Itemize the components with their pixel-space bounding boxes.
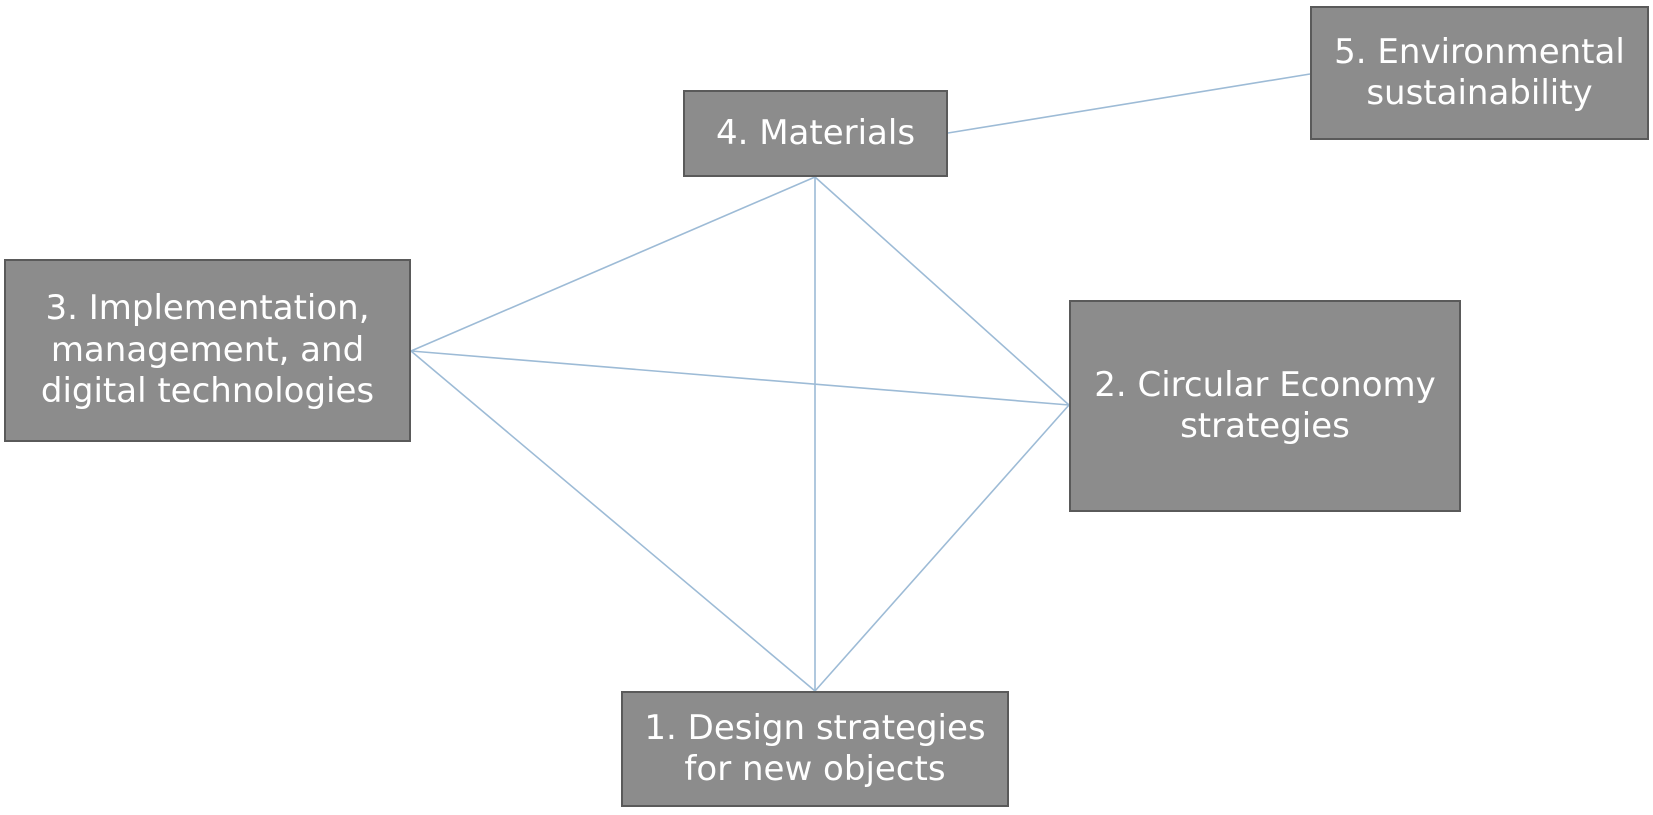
node-environmental-sustainability: 5. Environmental sustainability <box>1310 6 1649 140</box>
edge-materials-circular <box>814 176 1070 406</box>
node-implementation-line-3: digital technologies <box>40 371 375 412</box>
node-environmental-sustainability-label: 5. Environmental sustainability <box>1334 32 1625 115</box>
node-circular-economy: 2. Circular Economy strategies <box>1069 300 1461 512</box>
node-materials-line-1: 4. Materials <box>715 112 916 153</box>
edge-materials-environmental <box>947 73 1311 134</box>
node-environmental-sustainability-line-2: sustainability <box>1366 73 1593 113</box>
edge-implementation-circular <box>410 350 1070 406</box>
node-design-strategies-label: 1. Design strategies for new objects <box>644 708 985 791</box>
node-circular-economy-label: 2. Circular Economy strategies <box>1094 365 1436 448</box>
node-circular-economy-line-1: 2. Circular Economy <box>1094 364 1436 405</box>
edge-circular-design <box>814 404 1070 692</box>
node-implementation-label: 3. Implementation, management, and digit… <box>41 288 374 412</box>
node-implementation-line-2: management, and <box>50 329 365 370</box>
edge-materials-implementation <box>410 176 816 352</box>
node-implementation: 3. Implementation, management, and digit… <box>4 259 411 442</box>
node-environmental-sustainability-line-1: 5. Environmental <box>1334 31 1625 72</box>
node-design-strategies-line-1: 1. Design strategies <box>644 707 986 748</box>
node-design-strategies-line-2: for new objects <box>684 749 946 789</box>
node-materials: 4. Materials <box>683 90 948 177</box>
node-design-strategies: 1. Design strategies for new objects <box>621 691 1009 807</box>
node-circular-economy-line-2: strategies <box>1180 406 1350 446</box>
edge-implementation-design <box>410 350 816 692</box>
node-implementation-line-1: 3. Implementation, <box>45 288 370 329</box>
node-materials-label: 4. Materials <box>716 113 915 154</box>
